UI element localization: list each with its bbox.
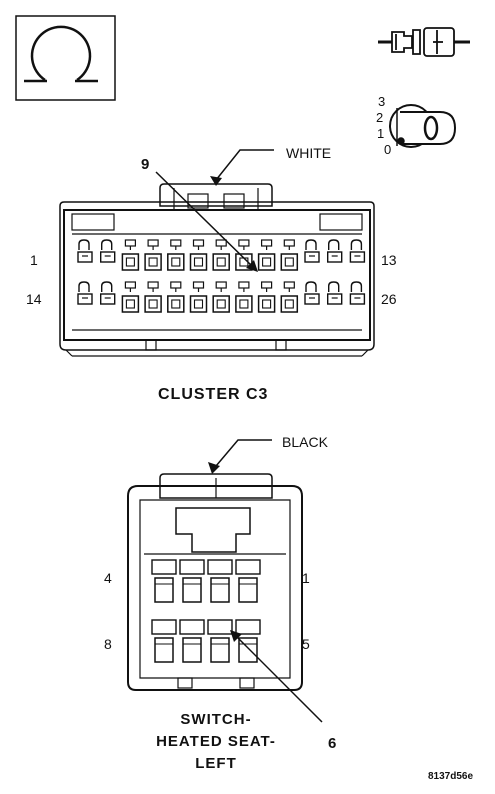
ignition-position-0: 0 (384, 142, 391, 157)
switch-cavity (151, 619, 177, 663)
cluster-cavity (167, 281, 185, 313)
switch-caption-line-2: HEATED SEAT- (156, 733, 276, 750)
ignition-position-2: 2 (376, 110, 383, 125)
black-leader-line (215, 439, 272, 467)
cluster-cavity (327, 239, 343, 263)
switch-cavity (179, 619, 205, 663)
ignition-key-icon (389, 104, 457, 148)
cluster-cavity (304, 281, 320, 305)
switch-cavity (207, 619, 233, 663)
cluster-c3-connector (59, 183, 375, 357)
cluster-pin-label-13: 13 (381, 252, 397, 268)
cluster-cavity (235, 281, 253, 313)
cluster-cavity (99, 281, 116, 305)
ignition-position-1: 1 (377, 126, 384, 141)
cluster-cavity (189, 239, 208, 271)
switch-pin-label-4: 4 (104, 570, 112, 586)
switch-pin-label-8: 8 (104, 636, 112, 652)
switch-cavity (179, 559, 205, 603)
cluster-cavity (280, 281, 299, 313)
cluster-cavity (167, 239, 185, 271)
switch-callout-arrowhead (230, 630, 242, 642)
switch-pin-label-1: 1 (302, 570, 310, 586)
cluster-cavity (327, 281, 343, 305)
white-leader-line (215, 149, 274, 181)
switch-caption-line-3: LEFT (195, 755, 237, 772)
ignition-position-3: 3 (378, 94, 385, 109)
cluster-cavity (257, 281, 276, 313)
cluster-callout-line (155, 171, 253, 267)
black-leader-arrowhead (208, 462, 220, 474)
switch-callout-line (235, 635, 323, 723)
cluster-cavity (99, 239, 116, 263)
switch-color-label: BLACK (282, 434, 329, 450)
switch-cavity (207, 559, 233, 603)
switch-cavity (235, 559, 261, 603)
cluster-cavity (304, 239, 320, 263)
switch-cavity (235, 619, 261, 663)
cluster-cavity (257, 239, 276, 271)
cluster-cavity (144, 239, 162, 271)
cluster-cavity (77, 281, 93, 305)
cluster-color-label: WHITE (286, 145, 331, 161)
cluster-cavity (144, 281, 162, 313)
switch-cavity (151, 559, 177, 603)
cluster-cavity (349, 239, 366, 263)
switch-caption-line-1: SWITCH- (180, 711, 251, 728)
figure-id: 8137d56e (428, 771, 473, 782)
switch-heated-seat-connector (127, 473, 303, 691)
cluster-cavity (189, 281, 208, 313)
connector-plug-icon (378, 27, 470, 57)
switch-pin-label-5: 5 (302, 636, 310, 652)
cluster-callout-arrowhead (246, 260, 258, 272)
view-symbol-icon (15, 15, 116, 101)
cluster-pin-label-26: 26 (381, 291, 397, 307)
cluster-cavity (349, 281, 366, 305)
cluster-cavity (212, 239, 230, 271)
cluster-pin-label-1: 1 (30, 252, 38, 268)
white-leader-arrowhead (210, 176, 222, 186)
cluster-cavity (280, 239, 299, 271)
cluster-callout-pin: 9 (141, 156, 149, 173)
cluster-cavity (212, 281, 230, 313)
cluster-cavity (77, 239, 93, 263)
cluster-caption: CLUSTER C3 (158, 386, 268, 403)
cluster-cavity (121, 239, 140, 271)
switch-callout-pin: 6 (328, 735, 336, 752)
cluster-pin-label-14: 14 (26, 291, 42, 307)
cluster-cavity (121, 281, 140, 313)
